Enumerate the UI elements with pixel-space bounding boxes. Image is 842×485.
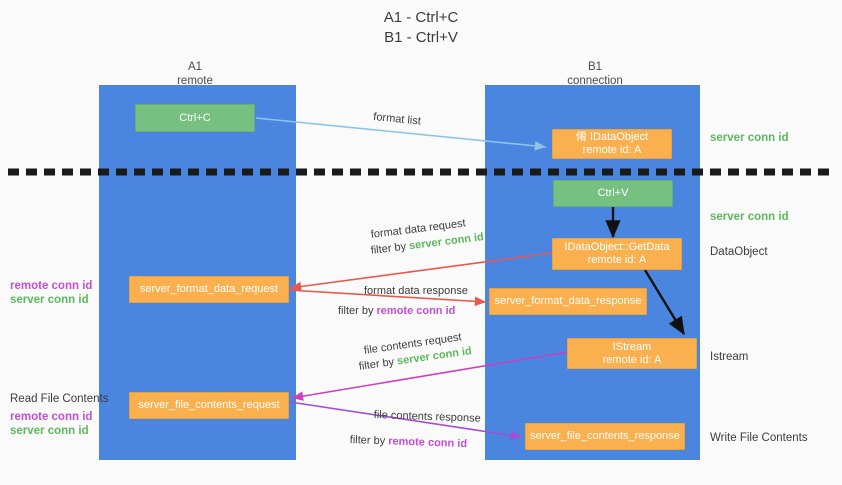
filter-prefix-1: filter by (370, 240, 410, 257)
node-server-format-data-request-label: server_format_data_request (139, 283, 279, 295)
left-label-server-conn-id-2: server conn id (10, 425, 89, 437)
title-line-1: A1 - Ctrl+C (383, 9, 459, 26)
node-ctrl-c[interactable]: Ctrl+C (135, 104, 255, 132)
node-ctrl-v-label: Ctrl+V (597, 187, 629, 199)
edge-label-file-contents-response-filter: filter by remote conn id (349, 433, 468, 452)
column-b1-sub: connection (567, 75, 623, 87)
edge-label-format-data-response: format data response (364, 285, 468, 297)
page-title: A1 - Ctrl+C B1 - Ctrl+V (0, 8, 842, 48)
node-getdata-line1: IDataObject::GetData (564, 241, 670, 253)
node-server-file-contents-response[interactable]: server_file_contents_response (525, 423, 685, 450)
left-label-group-2: remote conn id server conn id (10, 410, 92, 438)
node-idataobject-line2: remote id: A (582, 144, 642, 156)
node-server-format-data-response[interactable]: server_format_data_response (489, 288, 647, 315)
column-header-b1: B1 connection (515, 60, 675, 88)
node-getdata[interactable]: IDataObject::GetData remote id: A (552, 238, 682, 270)
title-line-2: B1 - Ctrl+V (384, 29, 458, 46)
node-server-file-contents-request[interactable]: server_file_contents_request (129, 392, 289, 419)
filter-prefix-3: filter by (358, 355, 398, 373)
right-label-dataobject: DataObject (710, 246, 768, 258)
left-label-remote-conn-id-2: remote conn id (10, 411, 93, 423)
node-server-format-data-response-label: server_format_data_response (494, 295, 642, 307)
node-ctrl-c-label: Ctrl+C (179, 111, 211, 124)
node-idataobject-line1: 倄 IDataObject (575, 131, 649, 143)
column-a1-name: A1 (187, 61, 203, 73)
filter-value-remote-conn-id-1: remote conn id (376, 305, 456, 317)
node-server-file-contents-response-label: server_file_contents_response (530, 430, 680, 442)
right-label-server-conn-id-2: server conn id (710, 211, 789, 223)
node-idataobject[interactable]: 倄 IDataObject remote id: A (552, 129, 672, 159)
node-istream-line1: IStream (612, 340, 652, 353)
left-label-read-file-contents: Read File Contents (10, 393, 109, 405)
filter-prefix-4: filter by (349, 433, 389, 448)
filter-prefix-2: filter by (338, 305, 377, 317)
left-label-server-conn-id-1: server conn id (10, 294, 89, 306)
right-label-write-file-contents: Write File Contents (710, 432, 808, 444)
filter-value-remote-conn-id-2: remote conn id (388, 435, 468, 451)
right-label-server-conn-id-1: server conn id (710, 132, 789, 144)
column-a1-sub: remote (177, 75, 213, 87)
edge-label-format-list: format list (372, 110, 422, 128)
left-label-group-1: remote conn id server conn id (10, 279, 92, 307)
node-ctrl-v[interactable]: Ctrl+V (553, 180, 673, 207)
right-label-istream: Istream (710, 351, 749, 363)
left-label-remote-conn-id-1: remote conn id (10, 280, 93, 292)
column-b1-name: B1 (587, 61, 603, 73)
node-server-format-data-request[interactable]: server_format_data_request (129, 276, 289, 303)
node-getdata-line2: remote id: A (587, 254, 647, 266)
node-istream-line2: remote id: A (602, 353, 662, 366)
edge-label-file-contents-response: file contents response (373, 408, 481, 425)
node-server-file-contents-request-label: server_file_contents_request (138, 399, 280, 411)
edge-label-format-data-response-filter: filter by remote conn id (338, 304, 455, 319)
column-header-a1: A1 remote (115, 60, 275, 88)
node-istream[interactable]: IStream remote id: A (567, 338, 697, 369)
